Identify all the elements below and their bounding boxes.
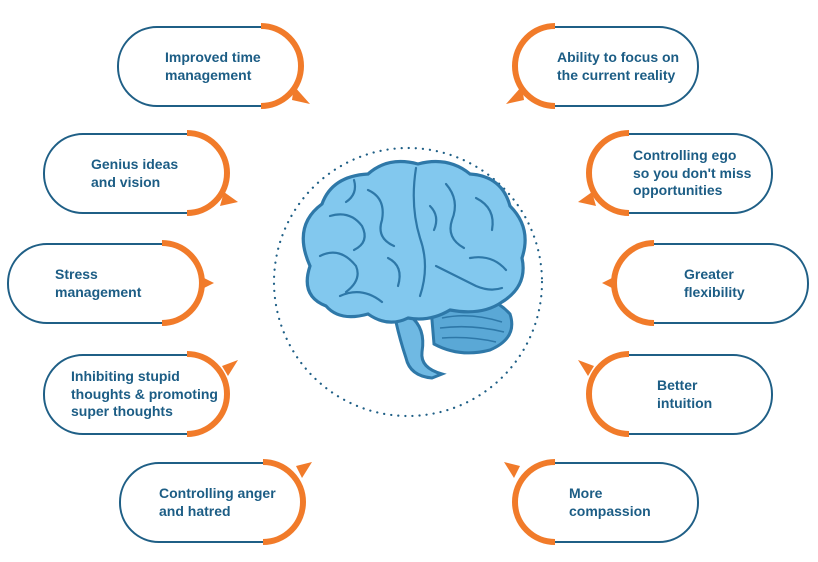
benefit-label: Better intuition <box>657 377 713 411</box>
benefit-label: Controlling ego so you don't miss opport… <box>633 147 752 199</box>
benefit-pill-greater-flexibility: Greater flexibility <box>614 243 809 324</box>
benefit-pill-improved-time-management: Improved time management <box>117 26 301 107</box>
benefit-pill-inhibiting-thoughts: Inhibiting stupid thoughts & promoting s… <box>43 354 227 435</box>
benefit-pill-better-intuition: Better intuition <box>589 354 773 435</box>
benefit-label: Improved time management <box>165 49 261 83</box>
benefit-label: Stress management <box>55 266 142 300</box>
benefit-label: Ability to focus on the current reality <box>557 49 680 83</box>
benefit-pill-genius-ideas: Genius ideas and vision <box>43 133 227 214</box>
benefit-pill-focus-current-reality: Ability to focus on the current reality <box>515 26 699 107</box>
brain-stem-shape <box>394 314 447 380</box>
benefit-label: Genius ideas and vision <box>91 156 179 190</box>
benefit-label: More compassion <box>569 485 651 519</box>
brain-illustration <box>272 146 544 418</box>
benefit-pill-controlling-anger: Controlling anger and hatred <box>119 462 303 543</box>
benefit-label: Controlling anger and hatred <box>159 485 276 519</box>
benefit-pill-controlling-ego: Controlling ego so you don't miss opport… <box>589 133 773 214</box>
benefit-pill-stress-management: Stress management <box>7 243 202 324</box>
benefit-pill-more-compassion: More compassion <box>515 462 699 543</box>
dotted-circle <box>272 146 544 418</box>
benefit-label: Inhibiting stupid thoughts & promoting s… <box>71 368 218 420</box>
benefit-label: Greater flexibility <box>684 266 745 300</box>
